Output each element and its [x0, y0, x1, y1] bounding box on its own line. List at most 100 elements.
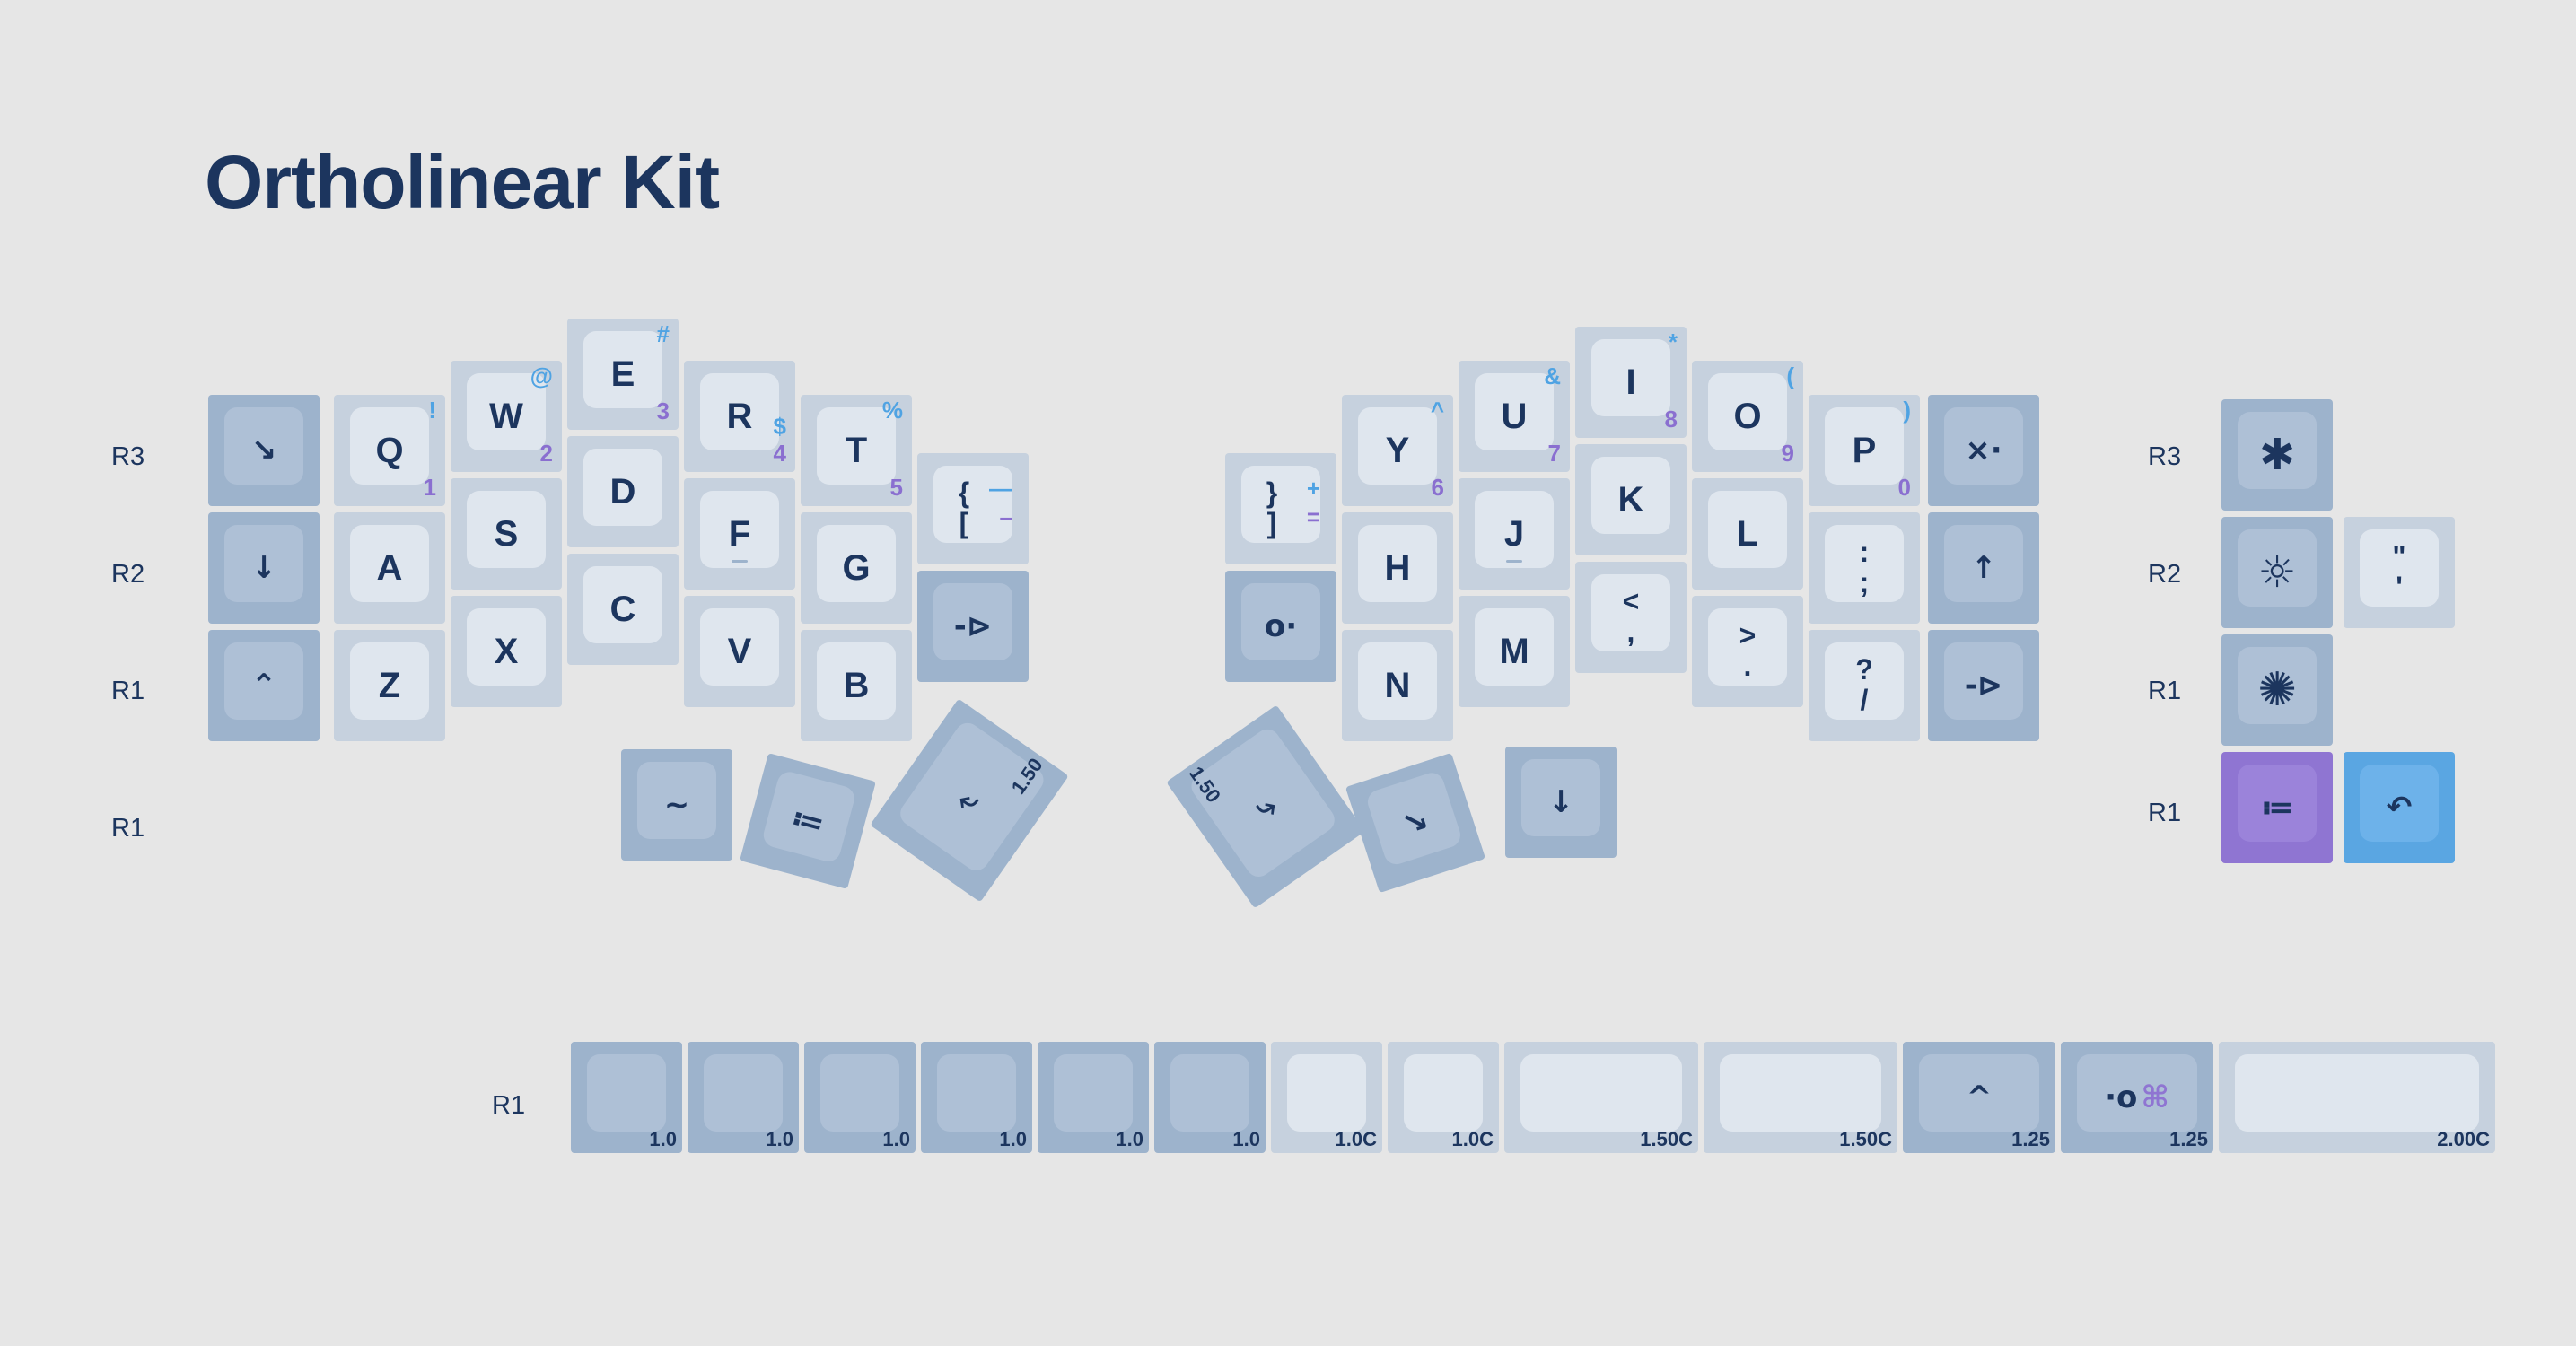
- row-label-r2-left: R2: [111, 560, 145, 589]
- homing-bar: [1506, 560, 1522, 563]
- key-left-inner-mod[interactable]: -⊳: [917, 571, 1029, 682]
- size-label: 1.0C: [1451, 1128, 1494, 1150]
- row-label-bottom: R1: [492, 1091, 526, 1120]
- key-brightness-low[interactable]: ☼: [2221, 517, 2333, 628]
- key-v[interactable]: V: [684, 596, 795, 707]
- circle-dot-icon: o·: [1264, 608, 1298, 644]
- bottom-key-4[interactable]: 1.0: [921, 1042, 1032, 1153]
- key-z[interactable]: Z: [334, 630, 445, 741]
- row-label-r1-right: R1: [2148, 677, 2182, 705]
- key-h[interactable]: H: [1342, 512, 1453, 624]
- key-right-col-r1[interactable]: -⊳: [1928, 630, 2039, 741]
- key-x[interactable]: X: [451, 596, 562, 707]
- bottom-key-11[interactable]: ^ 1.25: [1903, 1042, 2055, 1153]
- key-right-inner-mod[interactable]: o·: [1225, 571, 1336, 682]
- key-y[interactable]: Y ^ 6: [1342, 395, 1453, 506]
- row-label-thumb-right: R1: [2148, 799, 2182, 827]
- size-label: 1.0C: [1335, 1128, 1377, 1150]
- bottom-key-8[interactable]: 1.0C: [1388, 1042, 1499, 1153]
- arrow-up-icon: ↑: [1970, 550, 1997, 586]
- key-left-col-r3[interactable]: ↘: [208, 395, 320, 506]
- bottom-key-6[interactable]: 1.0: [1154, 1042, 1266, 1153]
- key-right-col-r2[interactable]: ↑: [1928, 512, 2039, 624]
- bottom-key-1[interactable]: 1.0: [571, 1042, 682, 1153]
- bottom-key-9[interactable]: 1.50C: [1504, 1042, 1698, 1153]
- key-slash[interactable]: ? /: [1809, 630, 1920, 741]
- key-k[interactable]: K: [1575, 444, 1687, 555]
- key-f[interactable]: F: [684, 478, 795, 590]
- size-label: 1.0: [1232, 1128, 1260, 1150]
- key-left-bracket[interactable]: { [ — –: [917, 453, 1029, 564]
- key-right-thumb-1[interactable]: ↓: [1505, 747, 1617, 858]
- size-label: 1.0: [766, 1128, 793, 1150]
- size-label: 1.0: [999, 1128, 1027, 1150]
- bottom-key-5[interactable]: 1.0: [1038, 1042, 1149, 1153]
- key-left-col-r1[interactable]: ⌃: [208, 630, 320, 741]
- diagonal-arrow-icon: ↘: [250, 433, 277, 468]
- key-u[interactable]: U & 7: [1459, 361, 1570, 472]
- key-d[interactable]: D: [567, 436, 679, 547]
- key-s[interactable]: S: [451, 478, 562, 590]
- homing-bar: [732, 560, 748, 563]
- key-w[interactable]: W @ 2: [451, 361, 562, 472]
- key-period[interactable]: > .: [1692, 596, 1803, 707]
- bottom-key-2[interactable]: 1.0: [688, 1042, 799, 1153]
- key-i[interactable]: I * 8: [1575, 327, 1687, 438]
- key-quote[interactable]: " ': [2344, 517, 2455, 628]
- row-label-r1-left: R1: [111, 677, 145, 705]
- row-label-r3-left: R3: [111, 442, 145, 471]
- key-left-thumb-1[interactable]: ~: [621, 749, 732, 861]
- caret-up-icon: ^: [1966, 1079, 1993, 1115]
- key-right-col-r3[interactable]: ×·: [1928, 395, 2039, 506]
- key-accent-blue[interactable]: ↶: [2344, 752, 2455, 863]
- menu-icon: ≔: [787, 800, 828, 843]
- key-accent-purple[interactable]: ≔: [2221, 752, 2333, 863]
- size-label: 1.0: [649, 1128, 677, 1150]
- bottom-key-3[interactable]: 1.0: [804, 1042, 916, 1153]
- key-b[interactable]: B: [801, 630, 912, 741]
- key-brightness-high[interactable]: ✺: [2221, 634, 2333, 746]
- command-icon: ·o⌘: [2105, 1079, 2169, 1115]
- key-m[interactable]: M: [1459, 596, 1570, 707]
- bottom-key-12[interactable]: ·o⌘1.25: [2061, 1042, 2213, 1153]
- command-accent: ⌘: [2141, 1079, 2169, 1115]
- arrow-down-icon: ↓: [1547, 784, 1574, 820]
- key-right-thumb-2[interactable]: ↘: [1345, 752, 1486, 894]
- key-e[interactable]: E # 3: [567, 319, 679, 430]
- key-p[interactable]: P ) 0: [1809, 395, 1920, 506]
- bottom-key-10[interactable]: 1.50C: [1704, 1042, 1897, 1153]
- key-semicolon[interactable]: : ;: [1809, 512, 1920, 624]
- brightness-low-icon: ☼: [2257, 547, 2297, 598]
- key-o[interactable]: O ( 9: [1692, 361, 1803, 472]
- key-l[interactable]: L: [1692, 478, 1803, 590]
- key-asterisk[interactable]: ✱: [2221, 399, 2333, 511]
- key-q[interactable]: Q ! 1: [334, 395, 445, 506]
- key-left-col-r2[interactable]: ↓: [208, 512, 320, 624]
- key-c[interactable]: C: [567, 554, 679, 665]
- size-label: 1.25: [2011, 1128, 2050, 1150]
- key-comma[interactable]: < ,: [1575, 562, 1687, 673]
- tab-right-icon: -⊳: [1964, 668, 2003, 704]
- key-j[interactable]: J: [1459, 478, 1570, 590]
- bottom-key-7[interactable]: 1.0C: [1271, 1042, 1382, 1153]
- key-n[interactable]: N: [1342, 630, 1453, 741]
- row-label-r2-right: R2: [2148, 560, 2182, 589]
- size-label: 1.0: [1116, 1128, 1143, 1150]
- return-icon: ↶: [2386, 790, 2413, 826]
- key-a[interactable]: A: [334, 512, 445, 624]
- key-right-bracket[interactable]: } ] + =: [1225, 453, 1336, 564]
- caret-up-icon: ⌃: [250, 668, 277, 704]
- tab-right-icon: -⊳: [953, 608, 993, 644]
- menu-icon: ≔: [2260, 790, 2294, 826]
- key-left-thumb-2[interactable]: ≔: [740, 753, 876, 889]
- arrow-down-icon: ↓: [250, 550, 277, 586]
- size-label: 1.50C: [1839, 1128, 1892, 1150]
- key-g[interactable]: G: [801, 512, 912, 624]
- row-label-r3-right: R3: [2148, 442, 2182, 471]
- size-label: 1.0: [882, 1128, 910, 1150]
- key-right-thumb-150[interactable]: ⤷ 1.50: [1166, 704, 1365, 909]
- key-t[interactable]: T % 5: [801, 395, 912, 506]
- key-r[interactable]: R $ 4: [684, 361, 795, 472]
- size-label: 1.50C: [1640, 1128, 1693, 1150]
- bottom-key-13[interactable]: 2.00C: [2219, 1042, 2495, 1153]
